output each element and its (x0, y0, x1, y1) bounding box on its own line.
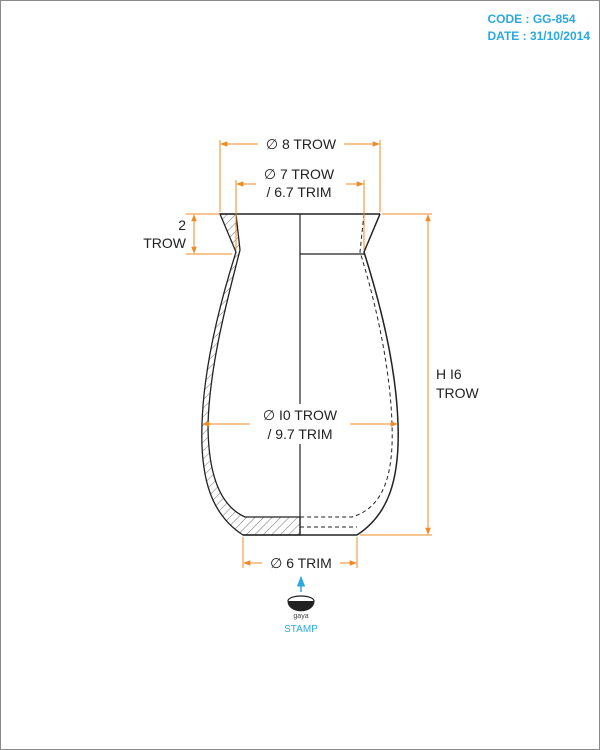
top-inner-label-1: ∅ 7 TROW (264, 166, 335, 182)
base-label: ∅ 6 TRIM (270, 555, 332, 571)
rim-height-label-2: TROW (143, 235, 187, 251)
stamp-brand-text: gaya (293, 613, 308, 620)
top-outer-label: ∅ 8 TROW (266, 136, 337, 152)
stamp-label: STAMP (284, 624, 318, 635)
rim-height-label-1: 2 (178, 217, 186, 233)
product-code: CODE : GG-854 (487, 12, 576, 26)
top-inner-label-2: / 6.7 TRIM (266, 184, 331, 200)
belly-label-2: / 9.7 TRIM (267, 426, 332, 442)
belly-label-1: ∅ I0 TROW (263, 407, 338, 423)
belly-label-bg (252, 404, 348, 444)
outer-profile-right (356, 213, 399, 536)
drawing-date: DATE : 31/10/2014 (487, 29, 591, 43)
height-label-1: H I6 (436, 366, 462, 382)
inner-profile-dashed (300, 213, 393, 518)
drawing-meta: CODE : GG-854 DATE : 31/10/2014 (488, 11, 591, 45)
height-label-2: TROW (436, 385, 480, 401)
wall-section-hatch (201, 213, 301, 536)
stamp-icon (287, 595, 315, 612)
